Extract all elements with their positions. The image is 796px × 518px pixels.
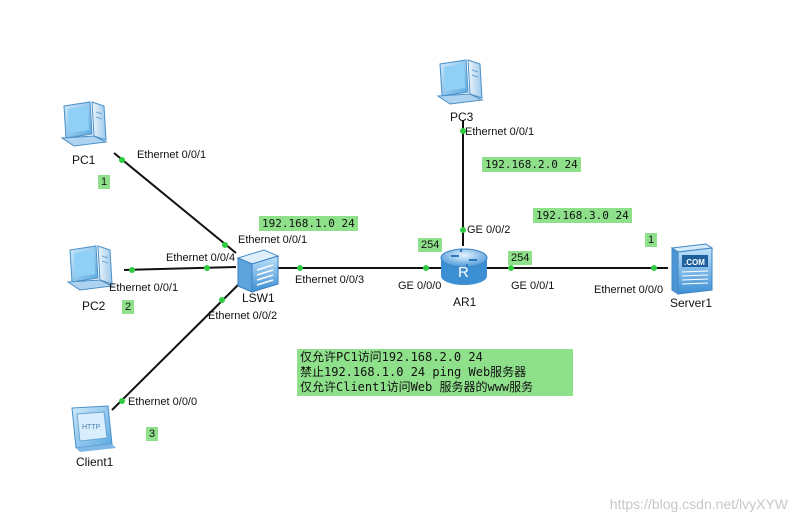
port-label: GE 0/0/1 [511,280,555,292]
host-tag-pc1: 1 [98,175,111,189]
port-label: Ethernet 0/0/0 [594,284,664,296]
pc-icon [436,59,484,105]
note-line: 禁止192.168.1.0 24 ping Web服务器 [300,365,527,379]
port-dot [204,265,210,271]
gateway-tag-ar1-left: 254 [418,238,443,252]
requirements-note: 仅允许PC1访问192.168.2.0 24 禁止192.168.1.0 24 … [297,349,573,396]
com-badge: .COM [684,258,705,267]
client-icon: HTTP [71,405,116,452]
port-dot [460,227,466,233]
port-dot [651,265,657,271]
svg-text:R: R [458,264,469,281]
http-badge: HTTP [82,424,101,431]
links [111,120,668,411]
host-tag-client1: 3 [146,427,159,441]
port-label: Ethernet 0/0/1 [109,282,179,294]
network-label-192-168-1: 192.168.1.0 24 [259,216,358,231]
port-label: GE 0/0/0 [398,280,442,292]
host-tag-pc2: 2 [122,300,135,314]
note-line: 仅允许PC1访问192.168.2.0 24 [300,350,483,364]
host-tag-server1: 1 [645,233,658,247]
link-pc1-lsw1 [113,152,237,254]
pc-icon [60,101,108,147]
port-label: GE 0/0/2 [467,224,511,236]
port-label: Ethernet 0/0/0 [128,396,198,408]
port-label: Ethernet 0/0/3 [295,274,365,286]
pc2-device[interactable] [66,245,114,291]
router-icon: R [440,248,488,285]
port-dot [460,128,466,134]
port-label: Ethernet 0/0/4 [166,252,236,264]
port-dot [129,267,135,273]
pc3-device[interactable] [436,59,484,105]
port-dot [119,157,125,163]
watermark: https://blog.csdn.net/lvyXYW [609,496,788,512]
lsw1-device[interactable] [236,249,280,293]
port-label: Ethernet 0/0/1 [238,234,308,246]
device-label-pc2: PC2 [82,299,106,313]
switch-icon [236,249,280,293]
port-dot [423,265,429,271]
port-label: Ethernet 0/0/1 [137,149,207,161]
pc-icon [66,245,114,291]
device-label-server1: Server1 [670,296,713,310]
port-dot [297,265,303,271]
port-label: Ethernet 0/0/2 [208,310,278,322]
port-dot [222,242,228,248]
device-label-ar1: AR1 [453,295,477,309]
network-label-192-168-2: 192.168.2.0 24 [482,157,581,172]
port-dot [508,265,514,271]
device-label-pc1: PC1 [72,153,96,167]
server-icon: .COM [670,243,714,295]
link-lsw1-client1 [111,282,241,411]
device-label-client1: Client1 [76,455,114,469]
port-dot [119,398,125,404]
network-label-192-168-3: 192.168.3.0 24 [533,208,632,223]
client1-device[interactable]: HTTP [71,405,116,452]
gateway-tag-ar1-right: 254 [508,251,533,265]
port-dots [119,128,657,404]
server1-device[interactable]: .COM [670,243,714,295]
link-pc2-lsw1 [123,266,237,271]
device-label-lsw1: LSW1 [242,291,275,305]
pc1-device[interactable] [60,101,108,147]
port-label: Ethernet 0/0/1 [465,126,535,138]
note-line: 仅允许Client1访问Web 服务器的www服务 [300,380,534,394]
port-dot [219,297,225,303]
ar1-device[interactable]: R [440,248,488,285]
device-label-pc3: PC3 [450,110,474,124]
